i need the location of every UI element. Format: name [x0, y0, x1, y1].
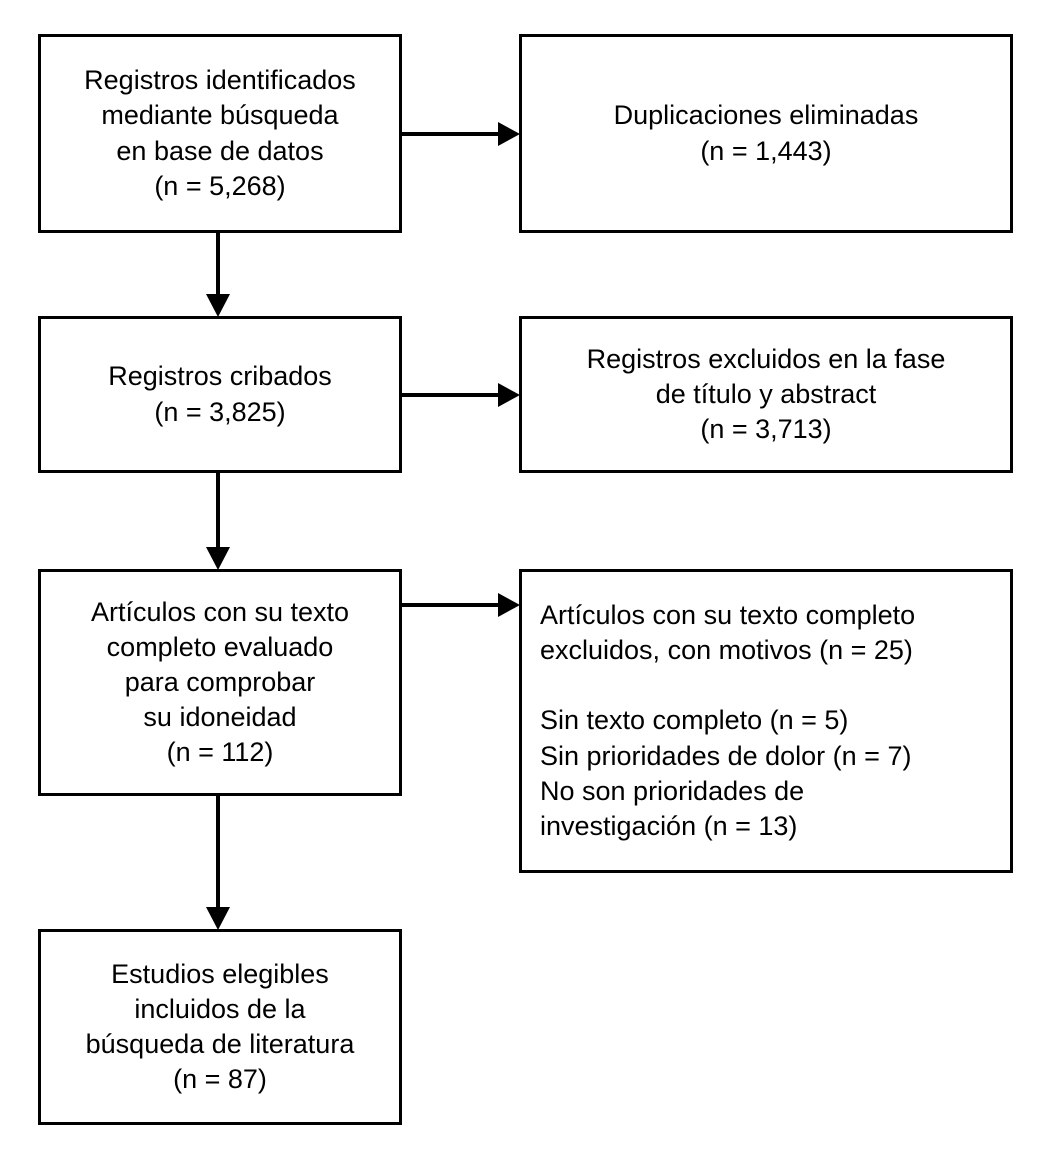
node-included-studies-text: Estudios elegibles incluidos de la búsqu… [85, 958, 355, 1095]
node-fulltext-excluded: Artículos con su texto completo excluido… [519, 569, 1013, 873]
node-duplicates-removed-text: Duplicaciones eliminadas (n = 1,443) [613, 100, 919, 166]
node-excluded-title-abstract: Registros excluidos en la fase de título… [519, 316, 1013, 473]
arrow-identified-to-screened [202, 230, 234, 320]
node-excluded-title-abstract-text: Registros excluidos en la fase de título… [586, 343, 946, 445]
arrow-screened-to-excluded [399, 379, 524, 411]
node-fulltext-assessed: Artículos con su texto completo evaluado… [38, 569, 402, 796]
arrow-screened-to-fulltext [202, 470, 234, 573]
arrow-fulltext-to-excluded [399, 589, 524, 621]
node-records-screened: Registros cribados (n = 3,825) [38, 316, 402, 473]
node-records-screened-text: Registros cribados (n = 3,825) [108, 361, 332, 427]
node-fulltext-assessed-text: Artículos con su texto completo evaluado… [90, 596, 350, 768]
arrow-fulltext-to-included [202, 793, 234, 933]
node-fulltext-excluded-text: Artículos con su texto completo excluido… [540, 600, 916, 841]
node-records-identified: Registros identificados mediante búsqued… [38, 34, 402, 233]
node-included-studies: Estudios elegibles incluidos de la búsqu… [38, 929, 402, 1125]
arrow-identified-to-duplicates [399, 118, 524, 150]
node-duplicates-removed: Duplicaciones eliminadas (n = 1,443) [519, 34, 1013, 233]
node-records-identified-text: Registros identificados mediante búsqued… [84, 65, 356, 201]
